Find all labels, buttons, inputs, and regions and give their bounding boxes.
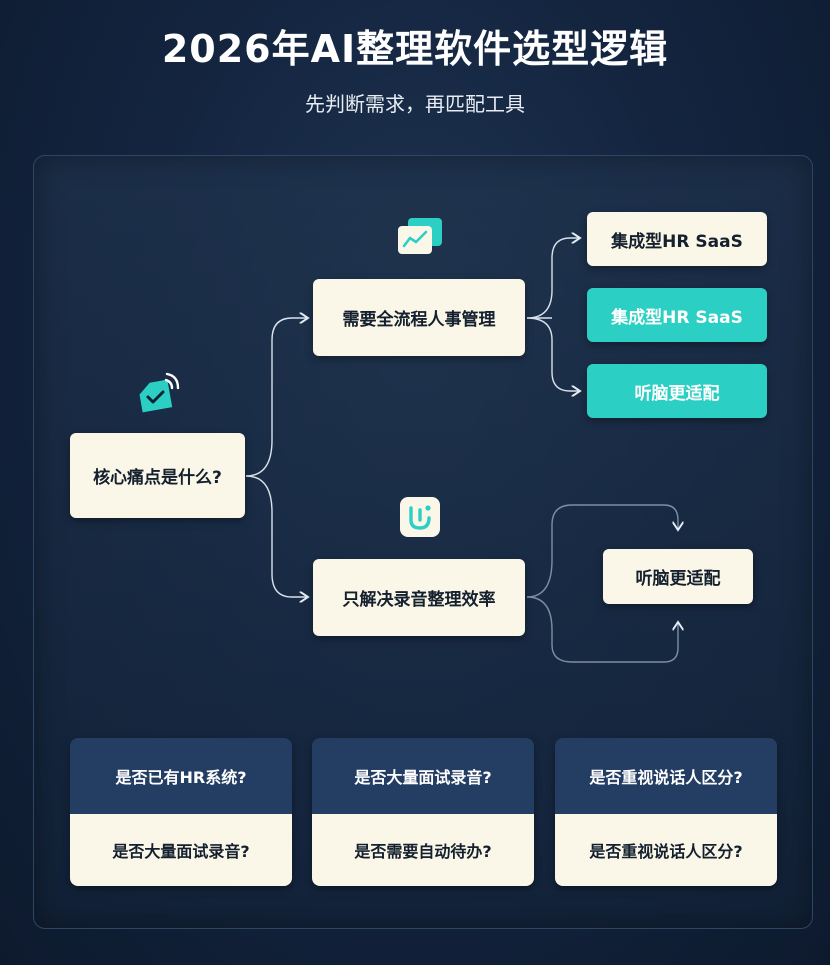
question-card-body: 是否需要自动待办? [312, 814, 534, 886]
result-node-hr-saas-1: 集成型HR SaaS [587, 212, 767, 266]
root-node: 核心痛点是什么? [70, 433, 245, 518]
page-title: 2026年AI整理软件选型逻辑 [161, 27, 669, 71]
branch-node-full-hr: 需要全流程人事管理 [313, 279, 525, 356]
question-card-body: 是否大量面试录音? [70, 814, 292, 886]
connector-bottom-loop-bottom [526, 596, 678, 663]
connector-top-result-2 [526, 317, 580, 391]
question-card-body: 是否重视说话人区分? [555, 814, 777, 886]
connector-bottom-loop-top [526, 504, 678, 598]
question-card-header: 是否大量面试录音? [312, 738, 534, 814]
question-card-3: 是否重视说话人区分? 是否重视说话人区分? [555, 738, 777, 886]
audio-wave-icon [399, 496, 441, 538]
result-node-tingnao-bottom: 听脑更适配 [603, 549, 753, 604]
result-node-hr-saas-2: 集成型HR SaaS [587, 288, 767, 342]
connector-root-top [245, 318, 308, 477]
connector-root-bottom [245, 475, 308, 597]
page-subtitle: 先判断需求，再匹配工具 [305, 92, 525, 116]
branch-node-recording: 只解决录音整理效率 [313, 559, 525, 636]
question-card-header: 是否重视说话人区分? [555, 738, 777, 814]
connector-top-result-1 [526, 238, 580, 319]
question-card-2: 是否大量面试录音? 是否需要自动待办? [312, 738, 534, 886]
result-node-tingnao-top: 听脑更适配 [587, 364, 767, 418]
question-card-header: 是否已有HR系统? [70, 738, 292, 814]
question-card-1: 是否已有HR系统? 是否大量面试录音? [70, 738, 292, 886]
chart-cards-icon [396, 216, 444, 258]
wifi-check-tag-icon [136, 370, 184, 414]
